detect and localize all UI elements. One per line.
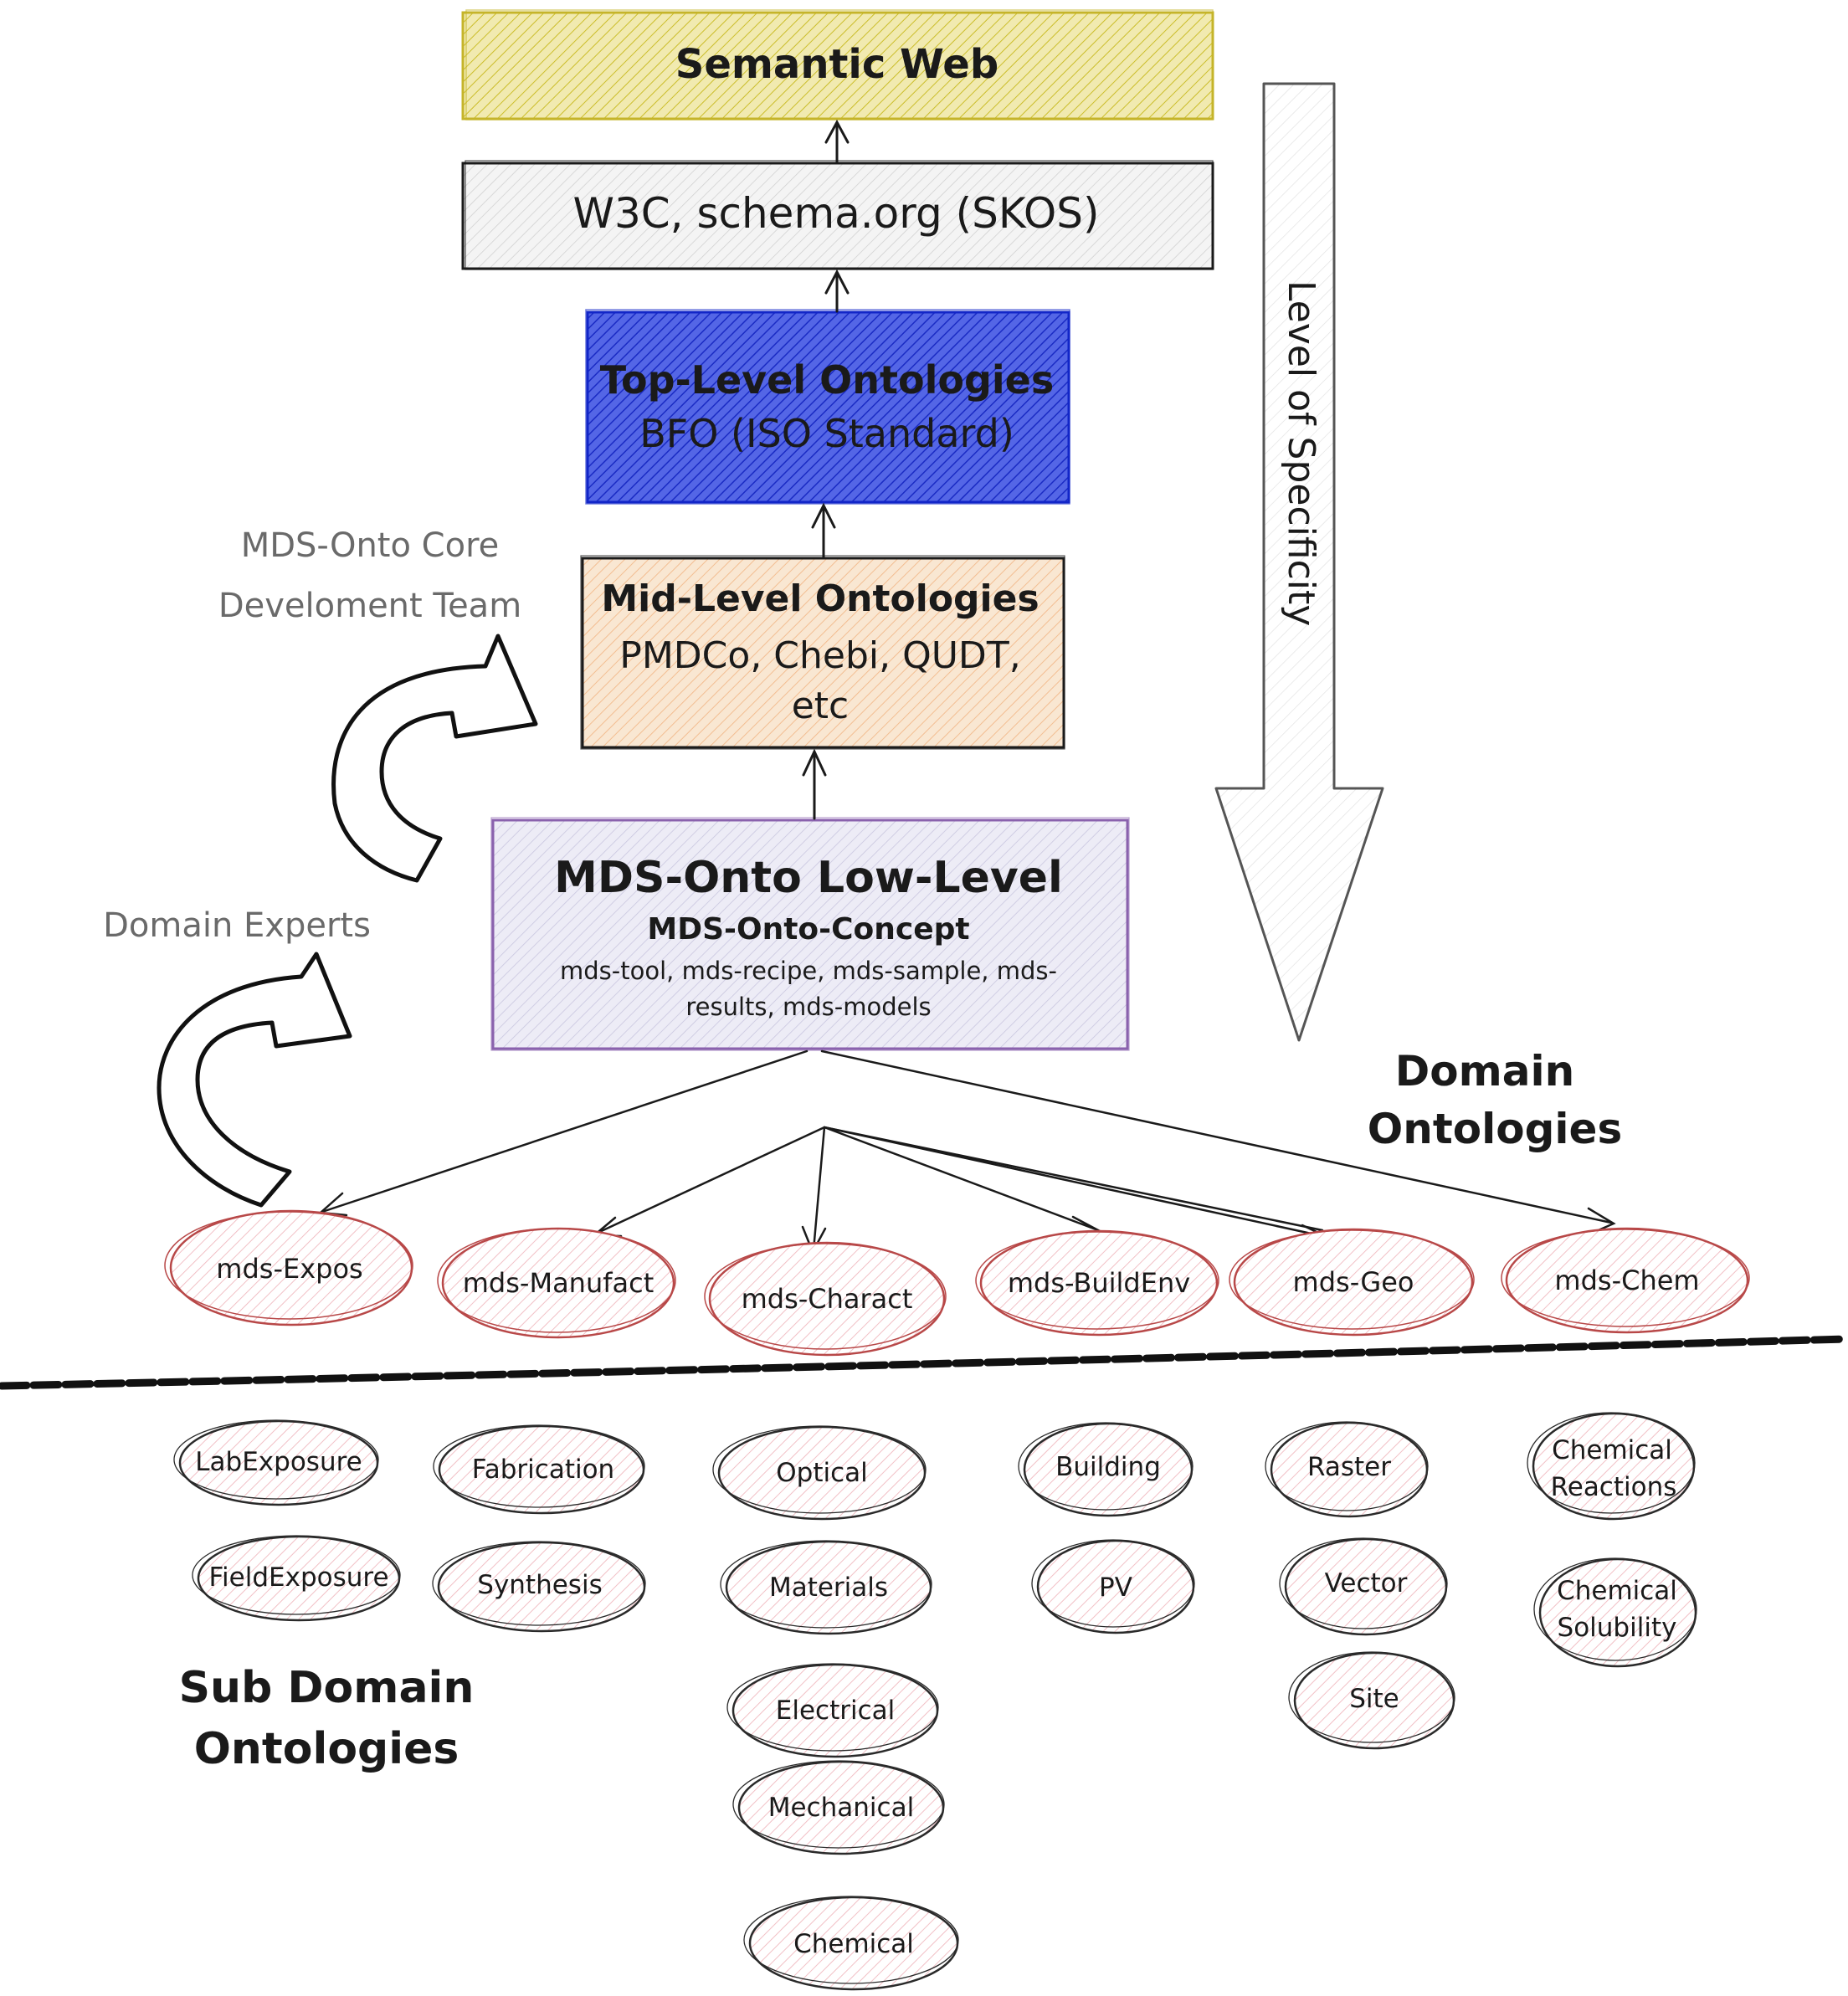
- domain-manufact-label: mds-Manufact: [463, 1267, 654, 1299]
- top-level-title: Top-Level Ontologies: [600, 357, 1054, 403]
- subdomain-raster: Raster: [1265, 1421, 1429, 1518]
- subdomain-fieldexposure-label: FieldExposure: [208, 1562, 388, 1593]
- section-divider: [0, 1335, 1848, 1390]
- domain-manufact: mds-Manufact: [437, 1227, 676, 1339]
- top-level-subtitle: BFO (ISO Standard): [639, 411, 1014, 456]
- specificity-arrow: Level of Specificity: [1214, 82, 1384, 1042]
- domain-charact-label: mds-Charact: [742, 1283, 913, 1315]
- low-level-title: MDS-Onto Low-Level: [554, 853, 1063, 903]
- domain-charact: mds-Charact: [704, 1241, 947, 1357]
- low-level-subtitle: MDS-Onto-Concept: [647, 912, 969, 947]
- domain-expos: mds-Expos: [164, 1209, 413, 1326]
- subdomain-pv-label: PV: [1099, 1573, 1132, 1603]
- domain-experts-curved-arrow: [157, 952, 352, 1208]
- subdomain-chemical-solubility-line1: Chemical: [1557, 1576, 1677, 1606]
- subdomain-fabrication-label: Fabrication: [472, 1455, 614, 1485]
- subdomain-chemical: Chemical: [743, 1896, 959, 1991]
- arrow-w3c-to-semantic-web: [824, 119, 850, 163]
- domain-geo: mds-Geo: [1229, 1228, 1475, 1337]
- subdomain-chemical-reactions-line2: Reactions: [1551, 1472, 1677, 1502]
- subdomain-chemical-solubility-line2: Solubility: [1558, 1613, 1677, 1643]
- subdomain-electrical-label: Electrical: [776, 1696, 895, 1726]
- mid-level-box: Mid-Level Ontologies PMDCo, Chebi, QUDT,…: [580, 555, 1065, 750]
- top-level-box: Top-Level Ontologies BFO (ISO Standard): [585, 309, 1070, 505]
- core-team-label-line1: MDS-Onto Core: [241, 526, 500, 565]
- subdomain-building: Building: [1018, 1422, 1194, 1517]
- subdomain-labexposure: LabExposure: [173, 1419, 379, 1506]
- layer-arrows: [802, 119, 850, 820]
- domain-expos-label: mds-Expos: [216, 1253, 362, 1285]
- subdomain-fieldexposure: FieldExposure: [192, 1535, 401, 1622]
- subdomain-materials-label: Materials: [769, 1573, 888, 1603]
- mid-level-title: Mid-Level Ontologies: [601, 577, 1039, 620]
- subdomain-electrical: Electrical: [726, 1663, 939, 1758]
- domain-buildenv: mds-BuildEnv: [975, 1229, 1219, 1337]
- subdomain-chemical-label: Chemical: [793, 1929, 914, 1959]
- domain-experts-label: Domain Experts: [103, 906, 371, 945]
- low-level-line2: results, mds-models: [685, 993, 931, 1021]
- mid-level-line2: PMDCo, Chebi, QUDT,: [619, 634, 1020, 677]
- level-of-specificity-label: Level of Specificity: [1280, 280, 1322, 626]
- sub-domain-label-line1: Sub Domain: [179, 1663, 475, 1713]
- subdomain-fabrication: Fabrication: [433, 1424, 645, 1515]
- subdomain-mechanical: Mechanical: [732, 1760, 945, 1855]
- subdomain-pv: PV: [1031, 1539, 1195, 1634]
- subdomain-optical-label: Optical: [776, 1458, 868, 1488]
- subdomain-chemical-reactions: Chemical Reactions: [1527, 1412, 1696, 1521]
- low-level-box: MDS-Onto Low-Level MDS-Onto-Concept mds-…: [490, 817, 1130, 1051]
- subdomain-raster-label: Raster: [1307, 1452, 1391, 1482]
- subdomain-vector: Vector: [1279, 1537, 1448, 1636]
- semantic-web-box: Semantic Web: [461, 9, 1214, 121]
- subdomain-building-label: Building: [1055, 1452, 1161, 1482]
- subdomain-labexposure-label: LabExposure: [195, 1447, 362, 1477]
- w3c-label: W3C, schema.org (SKOS): [573, 189, 1100, 238]
- sub-domain-label-line2: Ontologies: [194, 1724, 459, 1774]
- subdomain-synthesis: Synthesis: [432, 1541, 646, 1633]
- subdomain-synthesis-label: Synthesis: [477, 1570, 602, 1600]
- arrow-top-to-w3c: [824, 269, 850, 313]
- domain-chem-label: mds-Chem: [1554, 1265, 1699, 1296]
- subdomain-chemical-solubility: Chemical Solubility: [1533, 1557, 1697, 1668]
- domain-ontologies-label-line1: Domain: [1395, 1047, 1574, 1095]
- arrow-low-to-mid: [802, 748, 827, 820]
- subdomain-site-label: Site: [1349, 1684, 1399, 1714]
- domain-chem: mds-Chem: [1501, 1227, 1750, 1334]
- core-team-label-line2: Develoment Team: [218, 587, 521, 625]
- subdomain-materials: Materials: [720, 1540, 932, 1635]
- domain-geo-label: mds-Geo: [1293, 1266, 1414, 1298]
- semantic-web-label: Semantic Web: [675, 41, 998, 88]
- subdomain-mechanical-label: Mechanical: [768, 1793, 914, 1823]
- mid-level-line3: etc: [792, 685, 850, 727]
- low-level-line1: mds-tool, mds-recipe, mds-sample, mds-: [560, 957, 1057, 985]
- arrow-mid-to-top: [811, 502, 836, 559]
- subdomain-chemical-reactions-line1: Chemical: [1552, 1435, 1672, 1465]
- subdomain-site: Site: [1288, 1651, 1455, 1750]
- subdomain-optical: Optical: [712, 1425, 927, 1521]
- domain-buildenv-label: mds-BuildEnv: [1008, 1267, 1190, 1299]
- core-team-curved-arrow: [331, 634, 538, 883]
- subdomain-vector-label: Vector: [1325, 1568, 1408, 1598]
- w3c-box: W3C, schema.org (SKOS): [461, 160, 1214, 270]
- domain-ontologies-label-line2: Ontologies: [1368, 1105, 1622, 1153]
